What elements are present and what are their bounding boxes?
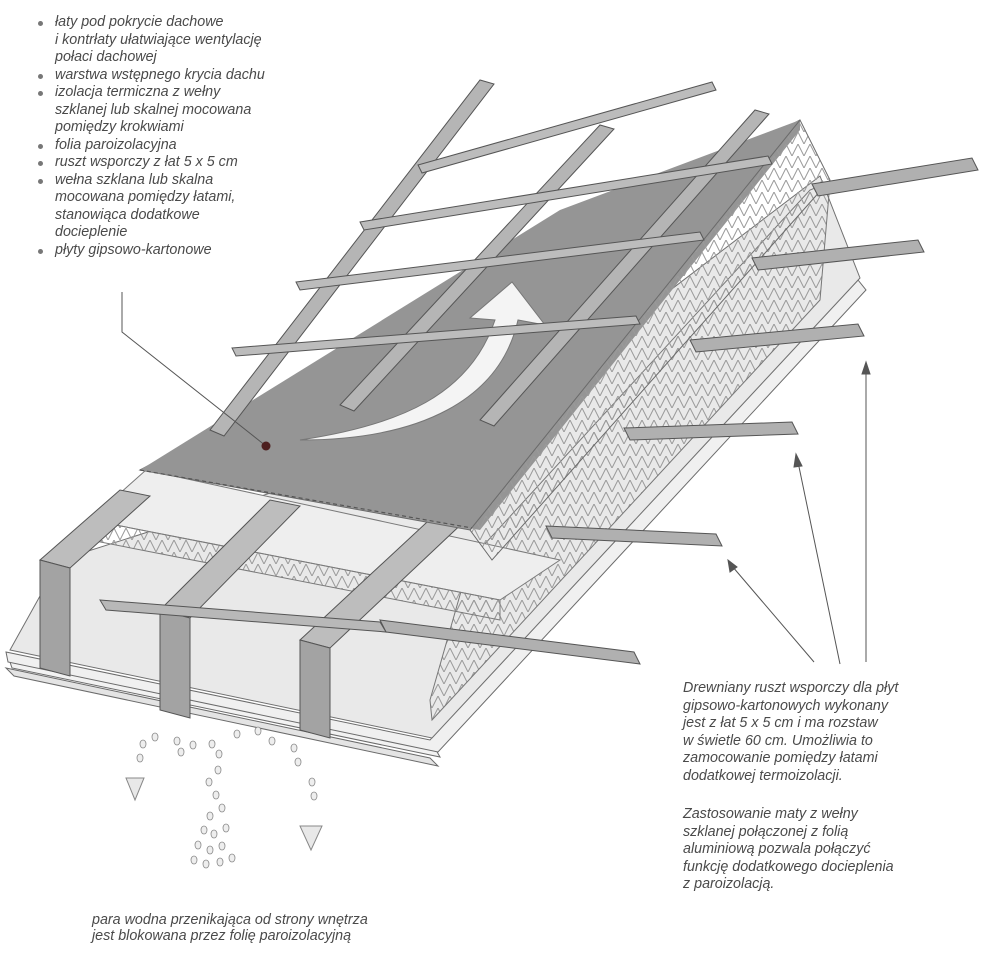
legend-item: izolacja termiczna z wełny szklanej lub … [36,84,336,137]
legend-item: wełna szklana lub skalna mocowana pomięd… [36,172,336,242]
legend-item: folia paroizolacyjna [36,137,336,155]
vapor-arrows [125,777,323,852]
legend-item-text: płyty gipsowo-kartonowe [55,241,212,258]
roof-membrane [138,119,831,561]
drywall-boards [4,279,867,767]
legend-item: warstwa wstępnego krycia dachu [36,67,336,85]
legend-item-text: warstwa wstępnego krycia dachu [55,66,265,83]
batten-note: Drewniany ruszt wsporczy dla płyt gipsow… [683,680,899,784]
legend-item-text: łaty pod pokrycie dachowe i kontrłaty uł… [55,14,262,65]
rafters [38,489,472,739]
roof-battens [231,81,773,357]
legend-item: płyty gipsowo-kartonowe [36,242,336,260]
note-pointer-arrows [727,360,871,665]
legend-item-text: wełna szklana lub skalna mocowana pomięd… [55,171,236,241]
legend-item-text: folia paroizolacyjna [55,136,177,153]
legend-leader-line [121,292,271,451]
legend-item-text: ruszt wsporczy z łat 5 x 5 cm [55,154,238,170]
vapor-caption: para wodna przenikająca od strony wnętrz… [92,912,368,944]
support-battens [99,157,979,665]
legend-item-text: izolacja termiczna z wełny szklanej lub … [55,84,252,135]
legend-item: ruszt wsporczy z łat 5 x 5 cm [36,154,336,172]
vapor-droplets [136,726,318,869]
layer-legend: łaty pod pokrycie dachowe i kontrłaty uł… [36,14,336,259]
legend-item: łaty pod pokrycie dachowe i kontrłaty uł… [36,14,336,67]
mat-note: Zastosowanie maty z wełny szklanej połąc… [683,806,894,893]
